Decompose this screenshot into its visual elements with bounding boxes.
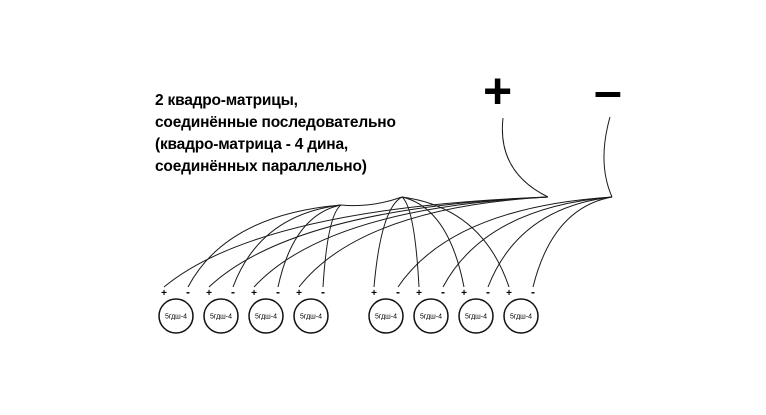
speaker-plus-mark: + (206, 288, 212, 299)
wire (397, 196, 613, 288)
speaker-minus-mark: - (396, 285, 400, 299)
speaker-plus-mark: + (296, 288, 302, 299)
wire (442, 196, 613, 288)
diagram-caption: 2 квадро-матрицы, соединённые последоват… (155, 90, 396, 178)
speaker-plus-mark: + (371, 288, 377, 299)
wire (163, 196, 549, 288)
wire (208, 196, 549, 288)
speaker-label: 5гдш-4 (255, 314, 277, 321)
wire (401, 196, 510, 288)
speaker-plus-mark: + (506, 288, 512, 299)
wire (487, 196, 613, 288)
wire (532, 196, 613, 288)
wire (501, 117, 549, 198)
speaker-label: 5гдш-4 (300, 314, 322, 321)
caption-line: соединённых параллельно) (155, 158, 367, 175)
wire (603, 116, 613, 198)
wire (401, 196, 420, 288)
speaker-minus-mark: - (231, 285, 235, 299)
speaker-minus-mark: - (531, 285, 535, 299)
speaker-label: 5гдш-4 (165, 314, 187, 321)
speaker-circle (368, 298, 404, 334)
minus-terminal-label: – (594, 63, 622, 119)
speaker-label: 5гдш-4 (510, 314, 532, 321)
caption-line: соединённые последовательно (155, 114, 396, 131)
speaker-minus-mark: - (441, 285, 445, 299)
speaker-minus-mark: - (276, 285, 280, 299)
speaker-minus-mark: - (186, 285, 190, 299)
caption-line: 2 квадро-матрицы, (155, 92, 298, 109)
speaker-circle (203, 298, 239, 334)
speaker-circle (413, 298, 449, 334)
plus-terminal-label: + (483, 63, 513, 119)
speaker-minus-mark: - (486, 285, 490, 299)
wire (232, 204, 342, 288)
speaker-circle (158, 298, 194, 334)
wire (373, 196, 403, 288)
wire (277, 204, 342, 288)
speaker-label: 5гдш-4 (465, 314, 487, 321)
wire (322, 204, 342, 288)
speaker-plus-mark: + (251, 288, 257, 299)
speaker-circle (293, 298, 329, 334)
speaker-label: 5гдш-4 (210, 314, 232, 321)
wire (187, 204, 342, 288)
speaker-plus-mark: + (416, 288, 422, 299)
wire (298, 196, 549, 288)
speaker-label: 5гдш-4 (375, 314, 397, 321)
speaker-label: 5гдш-4 (420, 314, 442, 321)
speaker-minus-mark: - (321, 285, 325, 299)
wire (401, 196, 465, 288)
speaker-circle (503, 298, 539, 334)
caption-line: (квадро-матрица - 4 дина, (155, 136, 348, 153)
speaker-circle (458, 298, 494, 334)
wire (340, 196, 403, 207)
wire (253, 196, 549, 288)
speaker-plus-mark: + (461, 288, 467, 299)
speaker-circle (248, 298, 284, 334)
speaker-plus-mark: + (161, 288, 167, 299)
